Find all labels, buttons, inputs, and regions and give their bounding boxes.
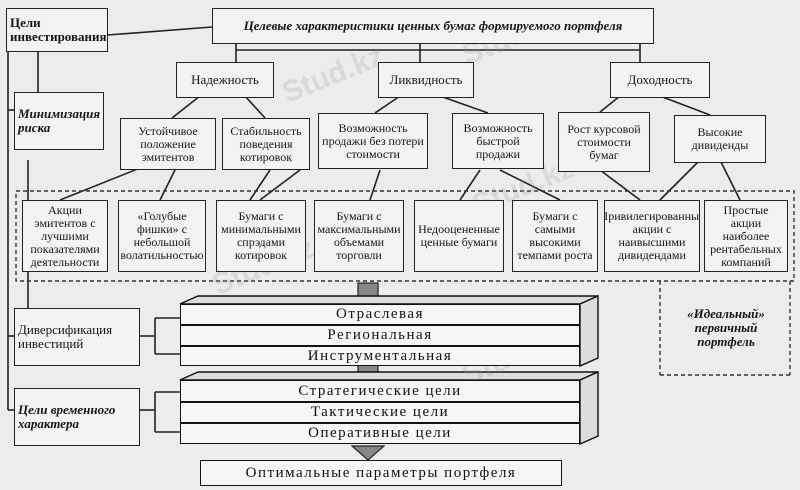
diversification-instrumental: Инструментальная	[180, 346, 580, 366]
criterion-sale-no-loss: Возможность продажи без потери стоимости	[318, 113, 428, 169]
operational-goals: Оперативные цели	[180, 423, 580, 444]
ideal-portfolio-label: «Идеальный» первичный портфель	[687, 306, 765, 349]
security-preferred-shares: Привилегированные акции с наивысшими див…	[604, 200, 700, 272]
tactical-goals: Тактические цели	[180, 402, 580, 423]
risk-minimization-box: Минимизация риска	[14, 92, 104, 150]
security-highest-growth: Бумаги с самыми высокими темпами роста	[512, 200, 598, 272]
security-best-issuers: Акции эмитентов с лучшими показателями д…	[22, 200, 108, 272]
goals-box: Цели инвестирования	[6, 8, 108, 52]
criterion-quote-stability: Стабильность поведения котировок	[222, 118, 310, 170]
security-blue-chips: «Голубые фишки» с небольшой волатильност…	[118, 200, 206, 272]
criterion-quick-sale: Возможность быстрой продажи	[452, 113, 544, 169]
strategic-goals: Стратегические цели	[180, 380, 580, 402]
title-box: Целевые характеристики ценных бумаг форм…	[212, 8, 654, 44]
criterion-price-growth: Рост курсовой стоимости бумаг	[558, 112, 650, 172]
category-profitability: Доходность	[610, 62, 710, 98]
optimal-parameters-box: Оптимальные параметры портфеля	[200, 460, 562, 486]
category-reliability: Надежность	[176, 62, 274, 98]
security-undervalued: Недооцененные ценные бумаги	[414, 200, 504, 272]
criterion-high-dividends: Высокие дивиденды	[674, 115, 766, 163]
diversification-box: Диверсификация инвестиций	[14, 308, 140, 366]
temporal-goals-box: Цели временного характера	[14, 388, 140, 446]
criterion-issuer-stability: Устойчивое положение эмитентов	[120, 118, 216, 170]
security-common-shares: Простые акции наиболее рентабельных комп…	[704, 200, 788, 272]
security-max-volume: Бумаги с максимальными объемами торговли	[314, 200, 404, 272]
security-min-spreads: Бумаги с минимальными спрэдами котировок	[216, 200, 306, 272]
category-liquidity: Ликвидность	[378, 62, 474, 98]
diversification-regional: Региональная	[180, 325, 580, 346]
diversification-sector: Отраслевая	[180, 304, 580, 325]
